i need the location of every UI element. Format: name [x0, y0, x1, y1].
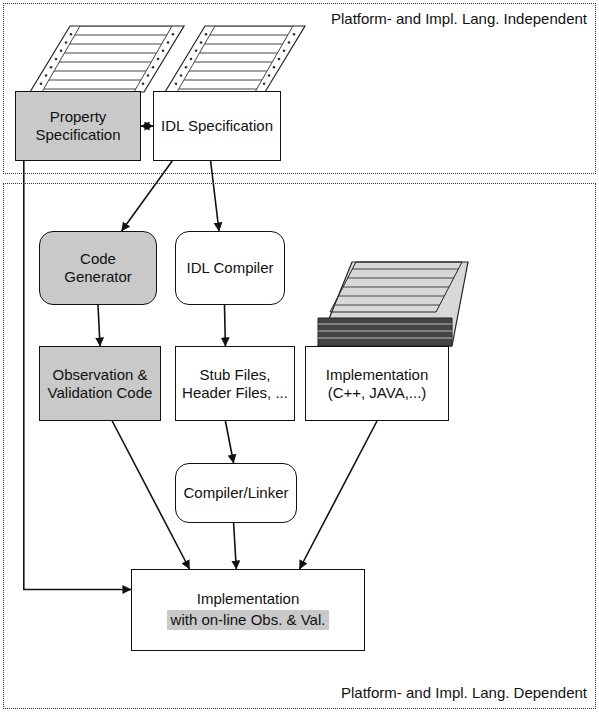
paper-sheet [165, 26, 305, 92]
implementation-box: Implementation (C++, JAVA,...) [305, 346, 449, 421]
box-label: IDL Compiler [187, 259, 274, 277]
box-label: Implementation (C++, JAVA,...) [312, 366, 442, 402]
box-label: Code Generator [46, 250, 150, 286]
property-spec-box: Property Specification [15, 91, 141, 161]
box-label: Implementation [197, 590, 300, 608]
flow-arrow [98, 305, 100, 346]
region-label: Platform- and Impl. Lang. Independent [331, 10, 587, 28]
final-implementation-box: Implementation with on-line Obs. & Val. [131, 569, 365, 651]
box-label: IDL Specification [161, 117, 273, 135]
highlighted-text: with on-line Obs. & Val. [167, 610, 330, 630]
flow-arrow [122, 161, 173, 231]
region-label: Platform- and Impl. Lang. Dependent [341, 684, 587, 702]
obs-val-code-box: Observation & Validation Code [39, 346, 161, 421]
idl-compiler-box: IDL Compiler [175, 231, 285, 305]
flow-arrow [234, 523, 237, 569]
perforation-dots [40, 33, 296, 85]
platform-dependent-region: Platform- and Impl. Lang. Dependent Code … [3, 183, 596, 709]
flow-arrow [211, 161, 219, 231]
paper-stack [318, 262, 468, 346]
box-label: Property Specification [22, 108, 134, 144]
flow-arrow [224, 305, 226, 346]
box-label: Stub Files, Header Files, ... [182, 366, 288, 402]
platform-independent-region: Platform- and Impl. Lang. IndependentPro… [3, 3, 596, 174]
flow-arrow [141, 125, 153, 127]
paper-sheet [30, 26, 184, 92]
code-generator-box: Code Generator [39, 231, 157, 305]
stub-files-box: Stub Files, Header Files, ... [175, 346, 295, 421]
box-label: Observation & Validation Code [46, 366, 154, 402]
flow-arrow [225, 421, 233, 463]
box-label: Compiler/Linker [183, 484, 288, 502]
compiler-linker-box: Compiler/Linker [175, 463, 297, 523]
flow-arrow [300, 421, 378, 569]
idl-spec-box: IDL Specification [153, 91, 281, 161]
